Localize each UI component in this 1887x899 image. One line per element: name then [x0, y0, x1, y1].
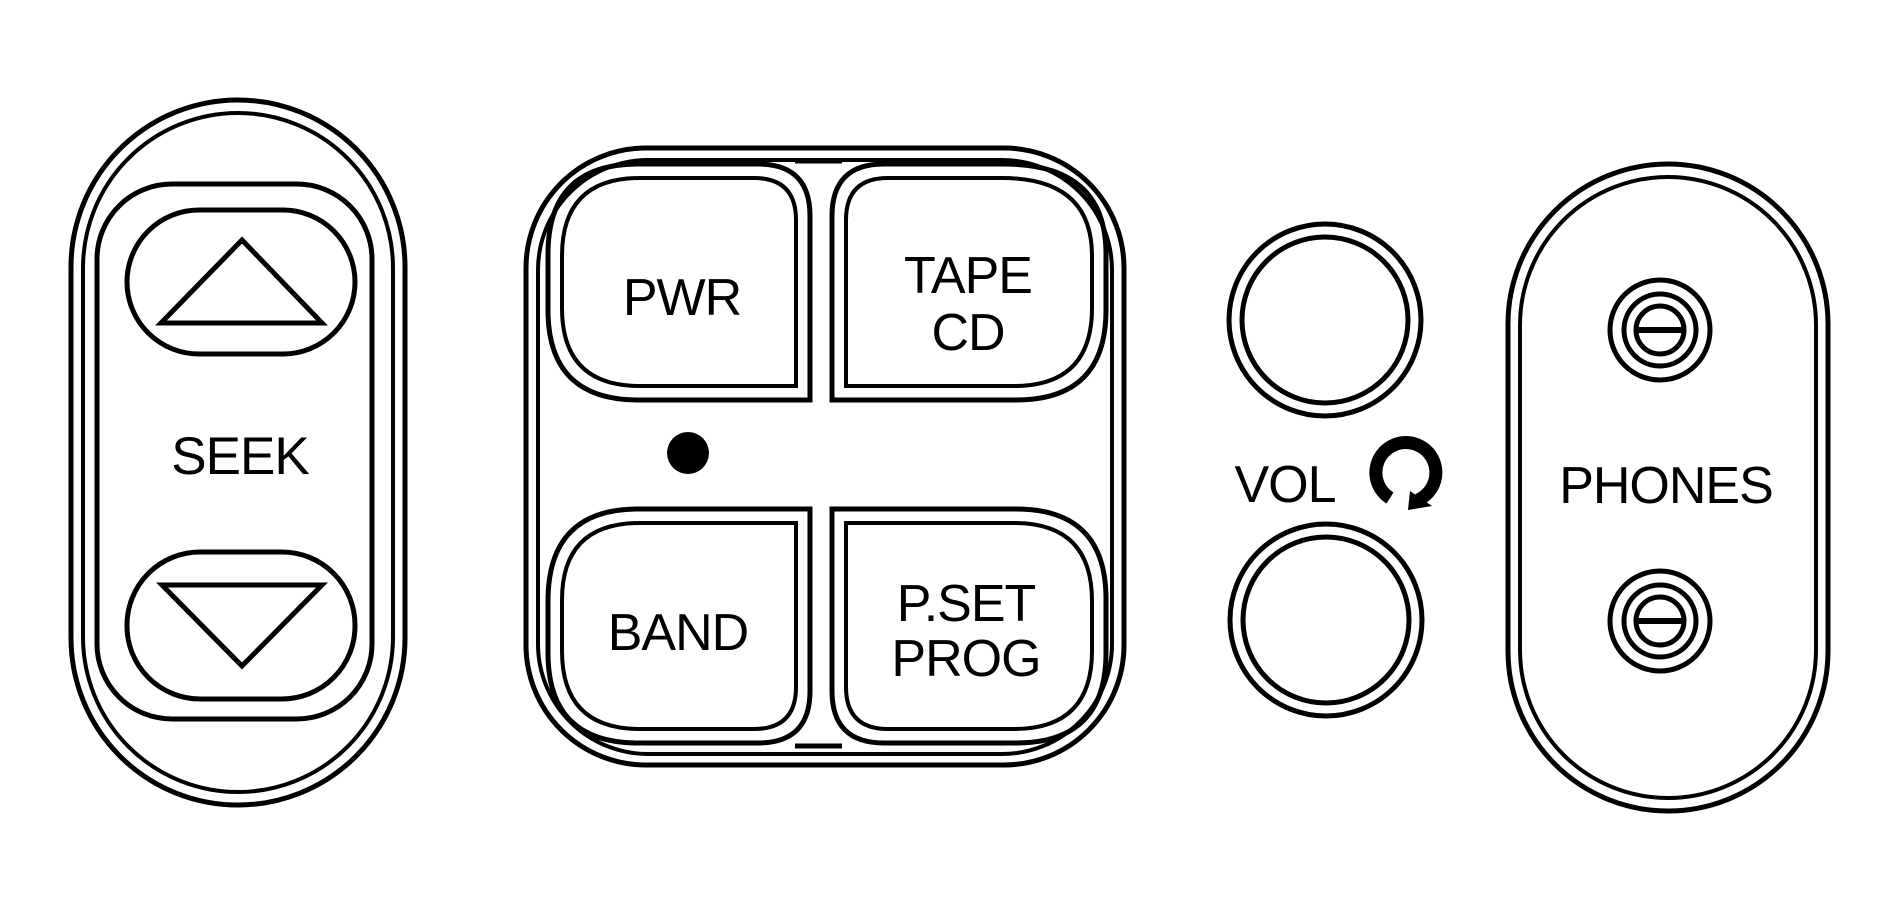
pset-label: P.SET [897, 575, 1036, 633]
cd-label: CD [931, 304, 1004, 362]
tape-label: TAPE [904, 247, 1032, 305]
phones-label: PHONES [1559, 457, 1773, 515]
keypad-control: PWR TAPE CD BAND P.SET PROG [523, 145, 1127, 768]
seek-up-button[interactable] [124, 207, 358, 357]
pwr-button[interactable]: PWR [545, 161, 813, 403]
seek-label: SEEK [171, 427, 309, 486]
headphone-jack-bottom[interactable] [1607, 568, 1713, 674]
rotate-arrow-icon [1369, 436, 1443, 510]
triangle-up-icon [155, 236, 328, 326]
headphone-jack-top[interactable] [1607, 277, 1713, 383]
band-label: BAND [608, 604, 748, 662]
seek-control: SEEK [68, 97, 408, 808]
prog-label: PROG [891, 630, 1040, 688]
pset-prog-button[interactable]: P.SET PROG [829, 506, 1109, 746]
phones-control: PHONES [1505, 161, 1831, 814]
volume-down-knob[interactable] [1227, 521, 1425, 719]
volume-up-knob[interactable] [1226, 221, 1424, 419]
indicator-dot [667, 432, 709, 474]
triangle-down-icon [156, 582, 328, 670]
pwr-label: PWR [623, 269, 741, 327]
seek-down-button[interactable] [124, 549, 358, 702]
tape-cd-button[interactable]: TAPE CD [829, 161, 1109, 403]
volume-control: VOL [1226, 221, 1443, 719]
band-button[interactable]: BAND [545, 506, 813, 746]
vol-label: VOL [1234, 456, 1335, 514]
